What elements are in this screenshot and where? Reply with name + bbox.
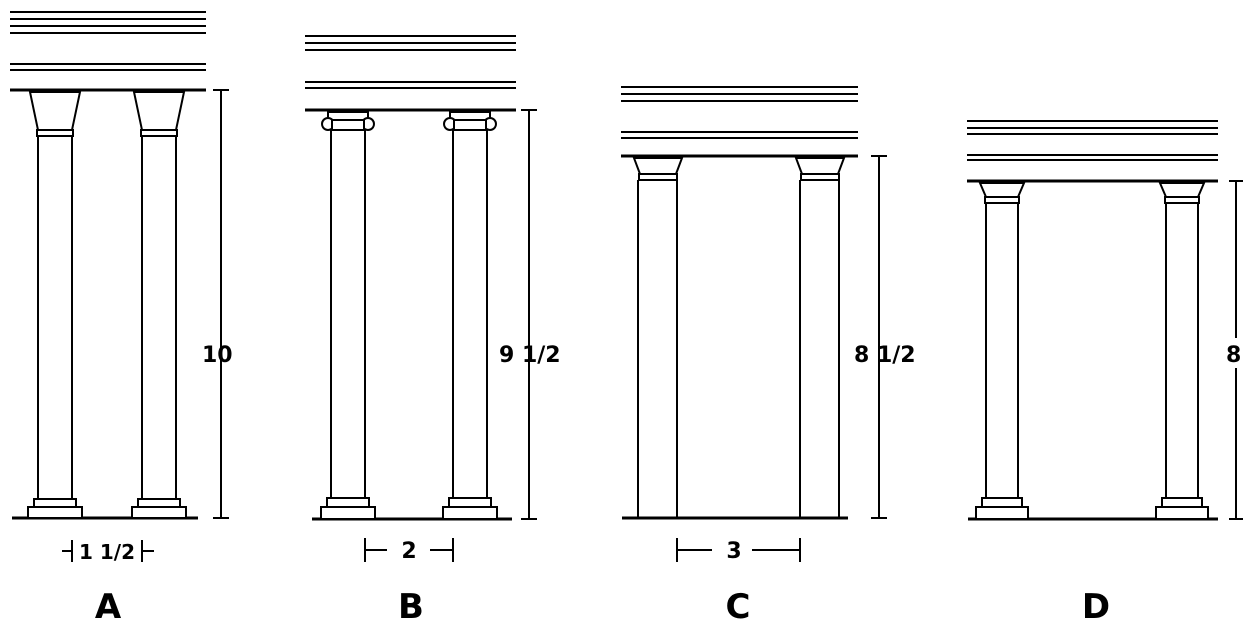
figure-c-height-label: 8 1/2: [854, 343, 916, 368]
figure-a-spacing-label: 1 1/2: [79, 540, 135, 564]
figure-b-spacing-dimension: 2: [364, 538, 454, 564]
figure-d-column-right: [1155, 182, 1209, 520]
figure-a-entablature: [10, 11, 206, 92]
figure-d-height-dimension: 8: [1224, 180, 1244, 520]
figure-d: 8 D: [967, 120, 1244, 625]
figure-d-column-left: [975, 182, 1029, 520]
figure-c-height-dimension: 8 1/2: [854, 155, 916, 519]
figure-b: 9 1/2 2 B: [305, 35, 561, 625]
figure-d-height-label: 8: [1226, 343, 1241, 368]
figure-b-height-label: 9 1/2: [499, 343, 561, 368]
figure-b-column-right: [442, 111, 498, 520]
figure-c-letter: C: [726, 587, 751, 625]
figure-b-spacing-label: 2: [401, 539, 416, 564]
figure-a: 10 1 1/2 A: [10, 11, 233, 625]
figure-c-column-right: [794, 157, 846, 518]
figure-a-column-right: [131, 91, 187, 519]
figure-b-letter: B: [398, 587, 424, 625]
figure-c: 8 1/2 3 C: [621, 86, 916, 625]
figure-d-letter: D: [1082, 587, 1110, 625]
figure-a-spacing-dimension: 1 1/2: [62, 540, 154, 564]
figure-a-letter: A: [95, 587, 122, 625]
figure-a-height-label: 10: [202, 343, 233, 368]
figure-c-entablature: [621, 86, 858, 158]
figure-c-spacing-label: 3: [726, 539, 741, 564]
figure-b-column-left: [320, 111, 376, 520]
figure-c-column-left: [632, 157, 684, 518]
figure-d-entablature: [967, 120, 1218, 183]
figure-b-height-dimension: 9 1/2: [499, 109, 561, 520]
figure-c-spacing-dimension: 3: [676, 538, 801, 564]
figure-b-entablature: [305, 35, 516, 112]
figure-a-height-dimension: 10: [202, 89, 233, 519]
figure-a-column-left: [27, 91, 83, 519]
